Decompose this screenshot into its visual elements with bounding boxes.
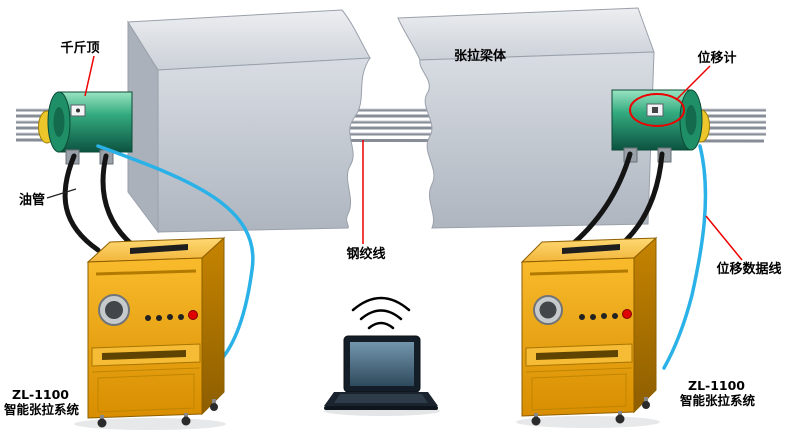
- left-jack: [38, 91, 133, 165]
- left-cabinet-top-handle: [130, 244, 188, 254]
- right-caster-wheels: [531, 397, 650, 426]
- left-door-seam: [91, 367, 201, 373]
- displacement-sensor-mark: [652, 107, 658, 113]
- right-data-cable: [662, 144, 708, 370]
- left-unit-name-label: 智能张拉系统: [3, 402, 80, 417]
- right-cabinet-vent: [529, 269, 629, 276]
- left-emergency-button: [188, 310, 198, 320]
- right-cabinet-top-handle: [562, 244, 620, 254]
- right-control-buttons: [579, 313, 618, 320]
- right-cabinet-side: [633, 236, 657, 414]
- left-sensor-dot: [76, 108, 80, 113]
- left-unit-model-label: ZL-1100: [12, 387, 69, 402]
- steel-strand-label: 钢绞线: [346, 246, 385, 262]
- right-jack: [611, 89, 710, 163]
- right-cabinet-front: [521, 257, 635, 417]
- right-beam-front-face: [419, 51, 655, 229]
- left-cabinet-front: [87, 257, 203, 419]
- left-control-buttons: [145, 314, 184, 321]
- right-pressure-gauge-face: [539, 301, 557, 319]
- displacement-meter-label: 位移计: [697, 50, 736, 66]
- displacement-data-line-label: 位移数据线: [716, 261, 781, 277]
- left-cabinet: [86, 236, 226, 428]
- left-beam: [127, 9, 371, 234]
- laptop-front-lip: [324, 406, 438, 410]
- left-cabinet-vent: [95, 269, 197, 276]
- beam-body-label: 张拉梁体: [454, 48, 507, 64]
- left-beam-front-face: [157, 57, 371, 233]
- wifi-signal-icon: [351, 296, 411, 330]
- left-cabinet-side: [201, 236, 225, 416]
- right-beam-top-face: [397, 7, 655, 61]
- oil-pipe-pointer-line: [46, 188, 77, 199]
- jack-pointer-line: [84, 55, 95, 97]
- left-door: [97, 373, 195, 413]
- right-jack-hub: [685, 105, 697, 135]
- right-door-seam: [525, 367, 633, 373]
- left-data-cable: [96, 144, 255, 364]
- right-beam: [397, 7, 655, 229]
- left-pressure-gauge-face: [105, 301, 123, 319]
- right-handle-slot: [536, 350, 618, 360]
- right-door: [531, 373, 627, 411]
- laptop-keyboard: [334, 394, 428, 403]
- displacement-sensor-highlight-ellipse: [629, 93, 685, 127]
- data-line-pointer-line: [705, 215, 743, 261]
- displacement-meter-pointer-line: [675, 65, 711, 101]
- annotation-lines: [46, 55, 743, 261]
- left-caster-wheels: [97, 399, 218, 428]
- laptop-screen: [350, 342, 414, 386]
- right-unit-model-label: ZL-1100: [688, 378, 745, 393]
- laptop: [324, 335, 438, 410]
- oil-pipe-label: 油管: [19, 192, 45, 208]
- right-unit-name-label: 智能张拉系统: [679, 393, 756, 408]
- left-handle-slot: [102, 350, 186, 360]
- left-jack-hub: [53, 107, 65, 137]
- jack-label: 千斤顶: [60, 40, 99, 56]
- right-emergency-button: [622, 309, 632, 319]
- right-cabinet: [520, 236, 658, 426]
